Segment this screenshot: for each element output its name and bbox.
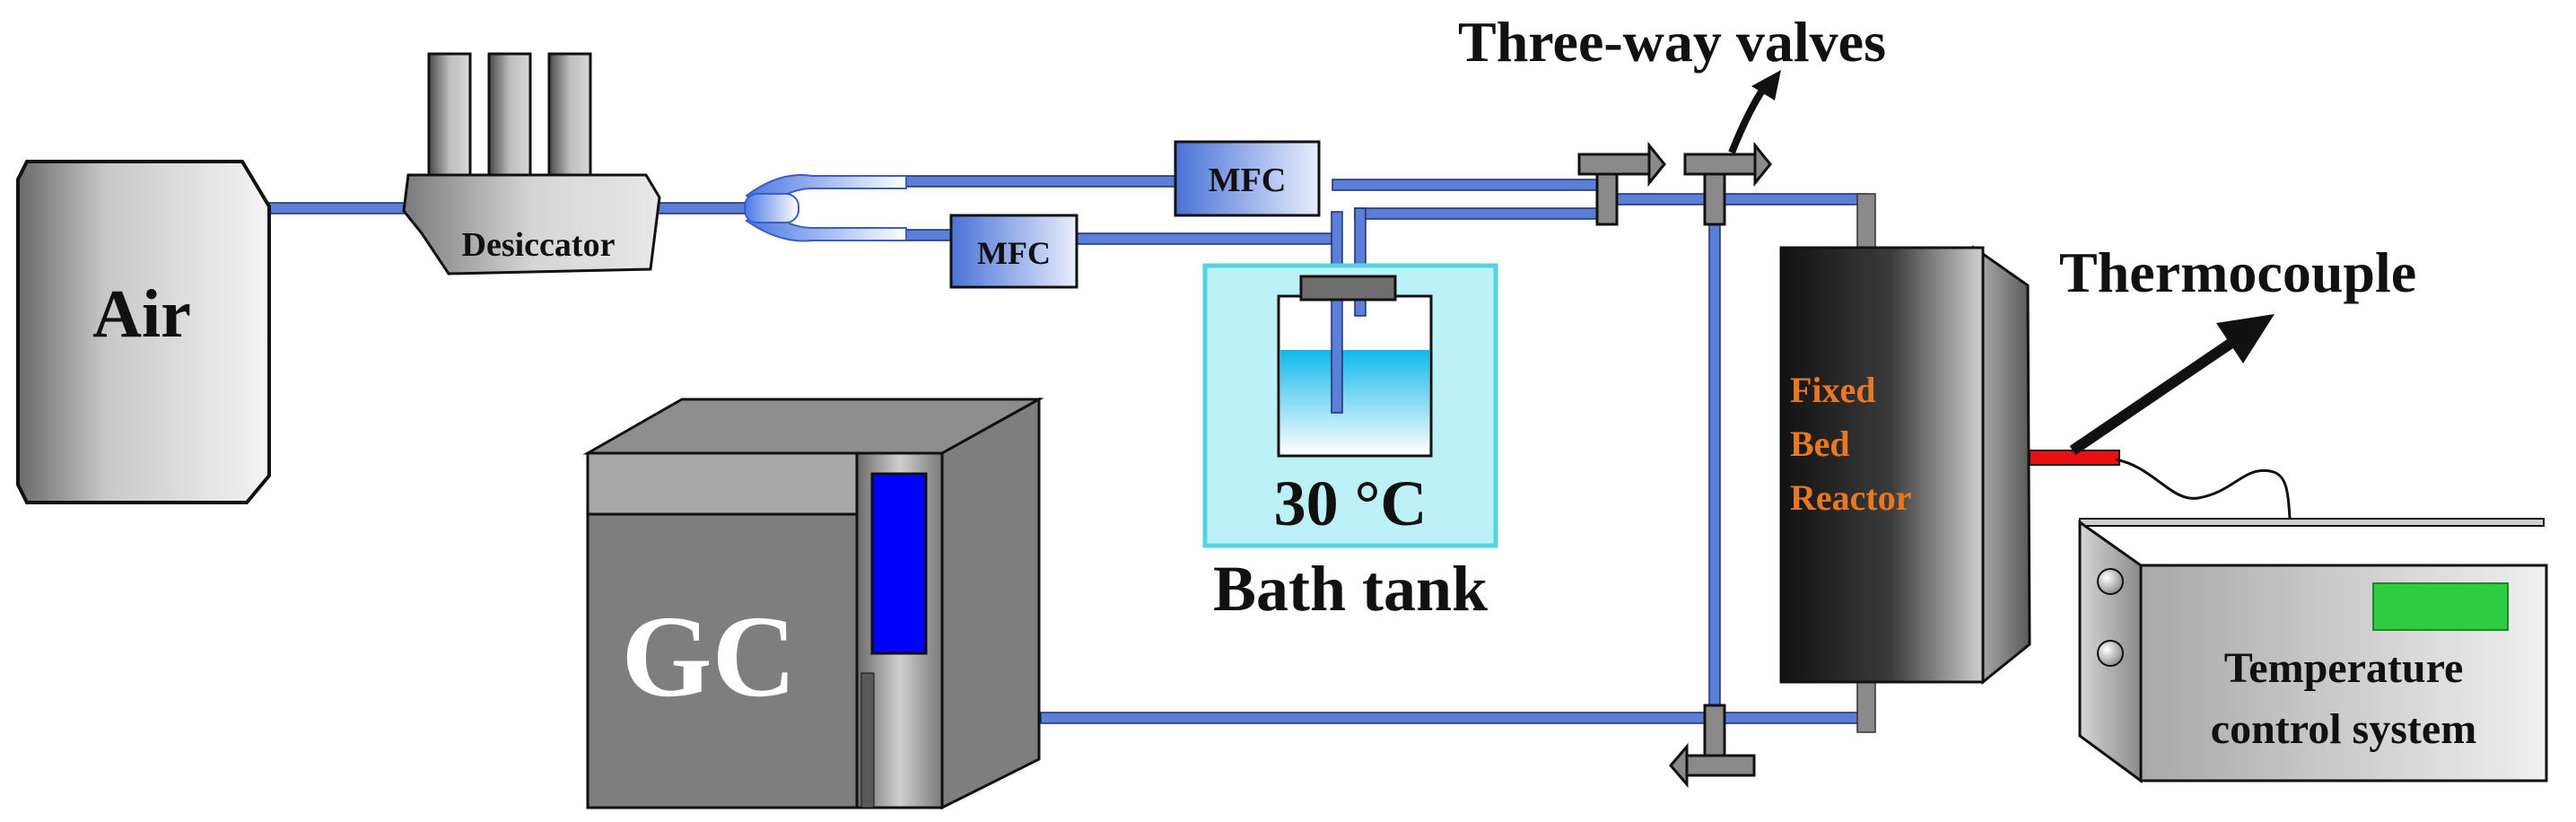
- bath-tank-label: Bath tank: [1213, 553, 1488, 625]
- valve-2-head: [1753, 141, 1772, 188]
- bath-temperature: 30 °C: [1274, 468, 1428, 539]
- temperature-control-system: Temperature control system: [2078, 518, 2548, 783]
- gc-screen: [870, 472, 928, 655]
- valves-arrow-head: [1751, 70, 1781, 101]
- air-supply: Air: [16, 160, 271, 504]
- valve-2: [1683, 141, 1772, 226]
- desiccator: Desiccator: [402, 52, 661, 275]
- pipe-desiccator-to-splitter: [654, 202, 746, 214]
- valve-2-cross: [1683, 153, 1757, 176]
- valve-1-head: [1647, 141, 1666, 188]
- air-body: [16, 160, 271, 504]
- temp-control-label-line1: Temperature: [2224, 644, 2464, 692]
- pipe-mfc-bottom-to-bath: [1076, 232, 1338, 245]
- temp-control-top: [2079, 518, 2545, 527]
- pipe-bath-outlet-horizontal: [1354, 207, 1607, 220]
- desiccator-column-2: [487, 52, 532, 199]
- pipe-main-to-reactor: [1605, 193, 1867, 206]
- thermocouple-arrow-line: [2069, 337, 2238, 455]
- bath-tank: 30 °C Bath tank: [1202, 263, 1498, 625]
- pipe-lower-branch: [905, 229, 952, 241]
- reactor-label-line3: Reactor: [1790, 477, 1911, 518]
- mfc-bottom: MFC: [949, 214, 1078, 289]
- knob-1-icon: [2097, 568, 2124, 595]
- pipe-upper-branch: [905, 175, 1176, 188]
- valve-3-stem: [1703, 704, 1726, 757]
- valve-1-stem: [1595, 172, 1619, 226]
- splitter-joint: [744, 193, 799, 223]
- mfc-top-label: MFC: [1209, 162, 1287, 199]
- desiccator-column-1: [427, 52, 472, 199]
- gas-pipes: [268, 175, 1876, 733]
- thermocouple-wire: [2115, 458, 2292, 520]
- reactor-label-line1: Fixed: [1790, 370, 1876, 410]
- thermocouple-arrow-head: [2216, 314, 2275, 363]
- pipe-mfc-top-to-valve: [1332, 179, 1602, 191]
- gas-chromatograph: GC: [582, 397, 1044, 810]
- valves-arrow-line: [1728, 83, 1769, 154]
- three-way-valves-label: Three-way valves: [1458, 10, 1886, 74]
- bath-water: [1280, 350, 1429, 454]
- valve-1-cross: [1577, 153, 1651, 176]
- pipe-vertical-bypass: [1708, 193, 1721, 733]
- reactor-body: [1779, 246, 1985, 684]
- fixed-bed-reactor: Fixed Bed Reactor: [1779, 245, 2031, 686]
- gc-right-side: [940, 397, 1041, 810]
- air-label: Air: [92, 276, 191, 352]
- knob-2-icon: [2097, 640, 2124, 667]
- valve-3-cross: [1685, 754, 1756, 777]
- flow-splitter: [744, 174, 907, 242]
- reactor-label-line2: Bed: [1790, 424, 1850, 464]
- gc-label: GC: [622, 592, 797, 721]
- valve-3: [1669, 704, 1756, 789]
- mfc-top: MFC: [1174, 140, 1321, 217]
- desiccator-base: [402, 173, 661, 275]
- desiccator-label: Desiccator: [462, 226, 616, 264]
- thermocouple: Thermocouple: [2029, 240, 2416, 520]
- gc-front-main: [586, 512, 859, 809]
- pipe-reactor-outlet: [1040, 712, 1867, 724]
- bath-inlet-tube: [1331, 286, 1343, 414]
- valve-3-head: [1669, 742, 1689, 789]
- three-way-valves: [1577, 141, 1772, 789]
- bath-lid: [1299, 275, 1397, 302]
- thermocouple-label: Thermocouple: [2059, 240, 2416, 304]
- temp-control-label-line2: control system: [2211, 705, 2476, 753]
- valve-2-stem: [1703, 172, 1726, 226]
- gc-panel-slot: [860, 672, 875, 809]
- mfc-top-box: [1174, 140, 1321, 217]
- valve-1: [1577, 141, 1666, 226]
- mfc-bottom-label: MFC: [977, 235, 1051, 271]
- temp-display: [2372, 582, 2509, 631]
- mfc-bottom-box: [949, 214, 1078, 289]
- reactor-inlet-tube: [1856, 193, 1876, 249]
